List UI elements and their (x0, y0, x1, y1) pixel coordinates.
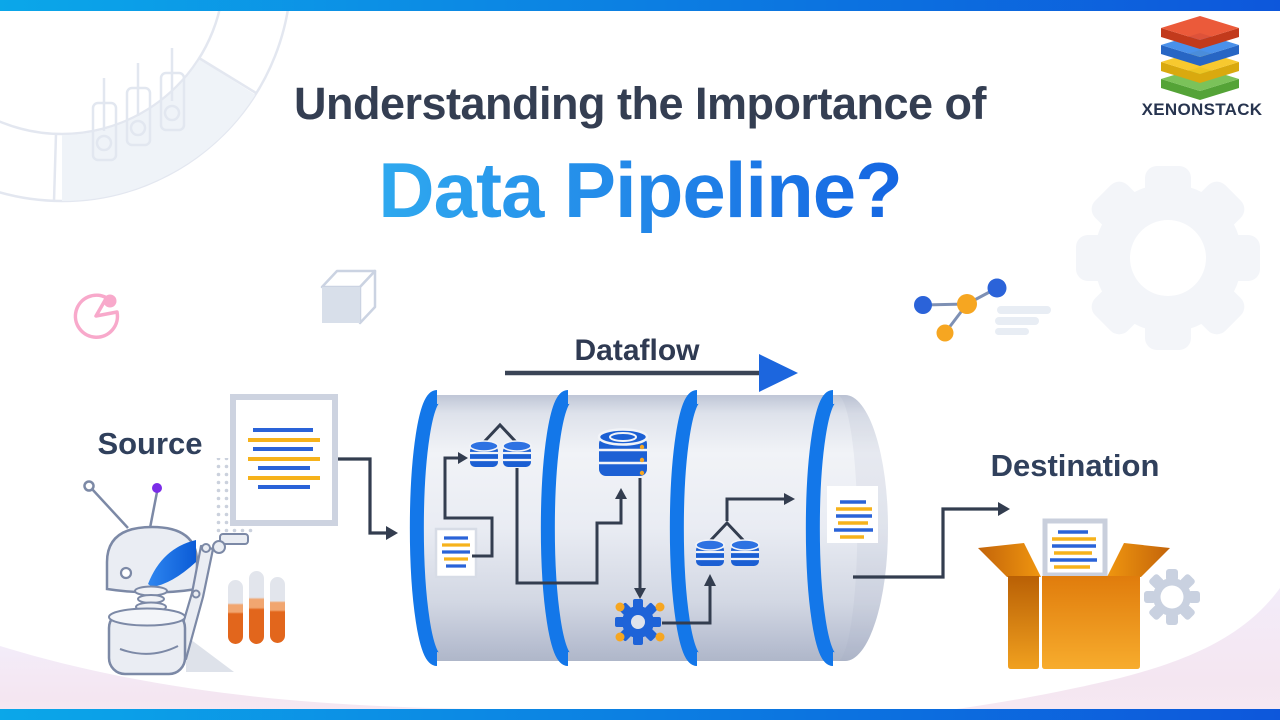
bottom-accent-bar (0, 709, 1280, 720)
brand-wordmark: XENONSTACK (1141, 100, 1263, 119)
pipe-output-card (827, 486, 878, 543)
page-title: Understanding the Importance of Data Pip… (0, 78, 1280, 257)
pipeline-ring (669, 390, 700, 666)
circuit-lines-icon (91, 48, 186, 162)
destination-label: Destination (990, 448, 1160, 483)
source-document-icon (230, 394, 338, 526)
processing-gear-icon (615, 599, 665, 645)
pipeline-cylinder (409, 390, 888, 666)
test-tubes-icon (228, 571, 285, 644)
source-label: Source (97, 426, 203, 461)
settings-gear-icon (1144, 569, 1200, 625)
pipeline-ring (540, 390, 571, 666)
pipe-arrowheads (458, 452, 795, 599)
source-arrow (338, 457, 398, 540)
box-document-icon (1042, 518, 1108, 578)
top-accent-bar (0, 0, 1280, 11)
title-line-1: Understanding the Importance of (293, 78, 987, 129)
speed-lines-decoration (995, 306, 1051, 335)
gear-icon (1076, 166, 1260, 350)
pie-chart-icon (73, 293, 120, 339)
logo-layer-red (1161, 16, 1239, 49)
network-graph-icon (914, 278, 1007, 342)
database-stack-icon (597, 428, 649, 476)
title-line-2: Data Pipeline? (378, 146, 902, 234)
destination-arrow (853, 502, 1010, 579)
pipe-flow-arrows (443, 422, 784, 625)
brand-logo (1161, 16, 1239, 100)
dataflow-arrow (505, 354, 798, 392)
open-box-icon (978, 518, 1170, 669)
pipeline-ring (409, 390, 440, 666)
cube-icon (320, 269, 377, 325)
left-wave-decoration (0, 646, 660, 720)
right-wave-decoration (935, 588, 1280, 720)
pipe-document-card (434, 527, 478, 579)
robot-icon (83, 480, 249, 676)
donut-chart-decoration (0, 0, 291, 203)
pipeline-ring (805, 390, 836, 666)
dataflow-label: Dataflow (574, 334, 700, 367)
